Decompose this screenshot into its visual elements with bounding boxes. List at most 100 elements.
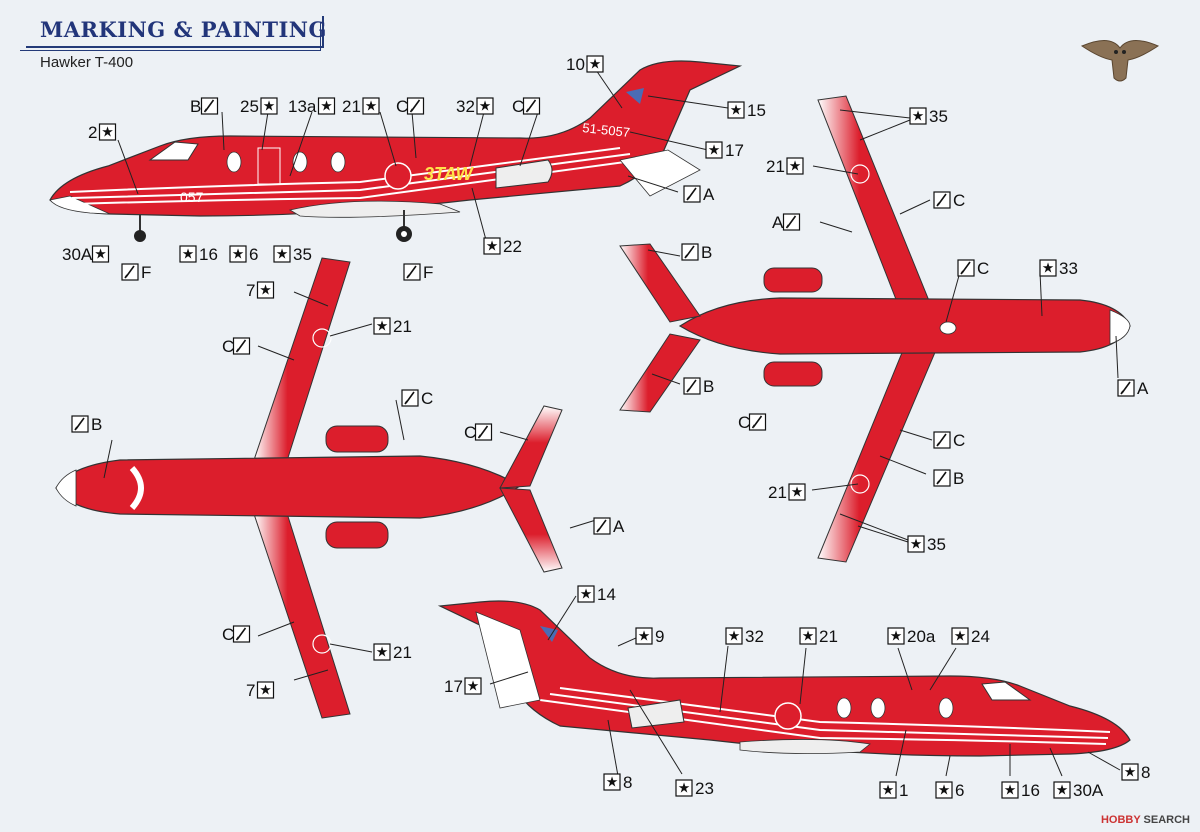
callout-decal: ★33 [1039,259,1078,278]
decal-star-icon: ★ [256,281,275,299]
callout-paint: C [401,389,433,408]
paint-brush-icon [933,191,951,209]
callout-paint: B [933,469,964,488]
decal-star-icon: ★ [98,123,117,141]
paint-brush-icon [71,415,89,433]
paint-brush-icon [957,259,975,277]
callout-paint: F [403,263,433,282]
callout-decal: ★6 [935,781,964,800]
svg-text:★: ★ [938,783,951,799]
callout-paint: C [957,259,989,278]
code-marking: 057 [180,189,204,205]
callout-label: 33 [1059,259,1078,278]
callout-paint: C [464,423,493,442]
callout-decal: ★32 [725,627,764,646]
watermark-text: SEARCH [1140,814,1190,826]
callout-decal: ★21 [768,483,806,502]
callout-decal: ★21 [766,157,804,176]
callout-decal: ★32 [456,97,494,116]
callout-label: 6 [955,781,964,800]
watermark: HOBBY SEARCH [1101,814,1190,826]
paint-brush-icon [232,625,251,643]
page-title: MARKING & PAINTING [40,17,327,42]
svg-text:★: ★ [182,247,195,263]
callout-decal: ★16 [179,245,218,264]
decal-star-icon: ★ [586,55,604,73]
callout-paint: C [396,97,425,116]
paint-brush-icon [403,263,421,281]
callout-label: 30A [1073,781,1104,800]
main-gear [396,210,412,242]
callout-label: A [1137,379,1149,398]
svg-text:★: ★ [467,679,480,695]
svg-text:★: ★ [789,159,802,175]
callout-label: C [396,97,408,116]
callout-label: 8 [623,773,632,792]
callout-label: 8 [1141,763,1150,782]
decal-star-icon: ★ [229,245,247,263]
paint-brush-icon [683,377,701,395]
callout-label: 16 [199,245,218,264]
callout-decal: ★2 [88,123,117,142]
decal-star-icon: ★ [464,677,482,695]
decal-star-icon: ★ [635,627,653,645]
svg-text:★: ★ [259,283,272,299]
decal-star-icon: ★ [1053,781,1071,799]
paint-brush-icon [681,243,699,261]
svg-text:★: ★ [1056,783,1069,799]
callout-decal: ★16 [1001,781,1040,800]
svg-text:★: ★ [912,109,925,125]
paint-brush-icon [121,263,139,281]
svg-text:★: ★ [486,239,499,255]
svg-text:★: ★ [263,99,276,115]
callout-label: 35 [293,245,312,264]
bottom-view [55,257,563,719]
decal-star-icon: ★ [935,781,953,799]
decal-star-icon: ★ [1039,259,1057,277]
callout-decal: ★10 [566,55,604,74]
decal-star-icon: ★ [373,643,391,661]
unit-marking: 3TAW [424,164,475,184]
callout-paint: C [222,337,251,356]
callout-decal: ★7 [246,281,275,300]
paint-brush-icon [748,413,767,431]
paint-brush-icon [782,213,801,231]
callout-paint: A [772,213,801,232]
callout-label: 21 [819,627,838,646]
decal-star-icon: ★ [577,585,595,603]
callout-label: 9 [655,627,664,646]
callout-label: B [190,97,201,116]
callout-label: A [772,213,784,232]
callout-decal: ★25 [240,97,278,116]
paint-brush-icon [406,97,425,115]
callout-decal: ★8 [603,773,632,792]
callout-label: 32 [745,627,764,646]
callout-label: C [222,337,234,356]
callout-label: 1 [899,781,908,800]
callout-label: 20a [907,627,936,646]
callout-label: 35 [929,107,948,126]
side-view-right: 3TAW 057 51-5057 [49,60,743,242]
svg-text:★: ★ [320,99,333,115]
svg-text:★: ★ [232,247,245,263]
decal-star-icon: ★ [1001,781,1019,799]
decal-star-icon: ★ [799,627,817,645]
owl-logo-icon [1080,40,1160,82]
callout-label: 35 [927,535,946,554]
callout-decal: ★14 [577,585,616,604]
callout-label: C [222,625,234,644]
decal-star-icon: ★ [786,157,804,175]
callout-label: B [701,243,712,262]
callout-decal: ★35 [909,107,948,126]
callout-label: 16 [1021,781,1040,800]
decal-star-icon: ★ [362,97,380,115]
callout-label: A [703,185,715,204]
title-frame [20,16,324,51]
callout-label: B [703,377,714,396]
callout-decal: ★9 [635,627,664,646]
callout-label: C [977,259,989,278]
svg-text:★: ★ [910,537,923,553]
callout-decal: ★20a [887,627,936,646]
callout-label: 14 [597,585,616,604]
